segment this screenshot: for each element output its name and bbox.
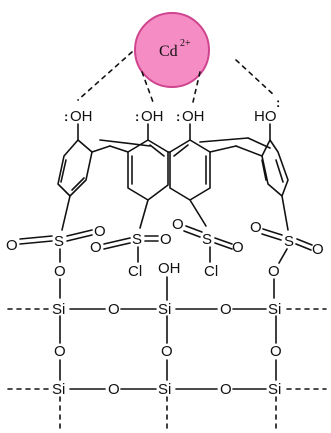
cadmium-symbol: Cd: [159, 43, 178, 60]
oxygen-atom: O: [108, 301, 120, 318]
hydroxyl-label-2: OH: [141, 108, 164, 125]
silicon-atom: Si: [158, 381, 171, 398]
sulfur-atom: S: [202, 231, 212, 248]
chlorine-atom: Cl: [204, 263, 218, 280]
calixarene-skeleton: [57, 123, 289, 231]
oxygen-atom: O: [54, 343, 66, 360]
lone-pair: :: [176, 109, 180, 124]
lone-pair: :: [276, 95, 280, 110]
oxygen-atom: O: [268, 263, 280, 280]
cadmium-ion: Cd 2+: [134, 12, 210, 88]
hydroxyl-groups: : OH : OH : OH HO :: [64, 95, 280, 125]
oxygen-atom: O: [172, 216, 184, 233]
hydroxyl-label-4: HO: [254, 108, 277, 125]
silicon-atom: Si: [52, 301, 65, 318]
silanol-label: OH: [158, 260, 181, 277]
silicon-atom: Si: [158, 301, 171, 318]
coordination-bond-4: [235, 59, 276, 97]
hydroxyl-label-1: OH: [70, 108, 93, 125]
oxygen-atom: O: [220, 301, 232, 318]
cadmium-charge: 2+: [180, 38, 191, 49]
oxygen-atom: O: [312, 241, 324, 258]
coordination-bonds: [77, 51, 276, 103]
silica-surface: OH Si O Si O Si O O O Si O Si O Si: [7, 260, 327, 431]
oxygen-atom: O: [90, 239, 102, 256]
oxygen-atom: O: [94, 223, 106, 240]
sulfur-atom: S: [284, 233, 294, 250]
sulfonyl-group-3: S O O Cl: [172, 216, 244, 280]
oxygen-atom: O: [250, 219, 262, 236]
oxygen-atom: O: [54, 263, 66, 280]
lone-pair: :: [135, 109, 139, 124]
sulfur-atom: S: [132, 231, 142, 248]
oxygen-atom: O: [108, 381, 120, 398]
sulfur-atom: S: [54, 233, 64, 250]
lone-pair: :: [64, 109, 68, 124]
chlorine-atom: Cl: [128, 263, 142, 280]
oxygen-atom: O: [6, 237, 18, 254]
sulfonyl-group-2: S O O Cl: [90, 231, 172, 280]
oxygen-atom: O: [270, 343, 282, 360]
oxygen-atom: O: [161, 343, 173, 360]
sulfonyl-group-1: S O O O: [6, 223, 106, 299]
oxygen-atom: O: [220, 381, 232, 398]
silicon-atom: Si: [268, 381, 281, 398]
sulfonyl-group-4: S O O O: [250, 219, 324, 299]
oxygen-atom: O: [232, 239, 244, 256]
oxygen-atom: O: [160, 231, 172, 248]
coordination-bond-1: [77, 51, 133, 101]
coordination-bond-2: [141, 71, 154, 103]
silicon-atom: Si: [268, 301, 281, 318]
silicon-atom: Si: [52, 381, 65, 398]
hydroxyl-label-3: OH: [182, 108, 205, 125]
cadmium-ion-sphere: [134, 12, 210, 88]
